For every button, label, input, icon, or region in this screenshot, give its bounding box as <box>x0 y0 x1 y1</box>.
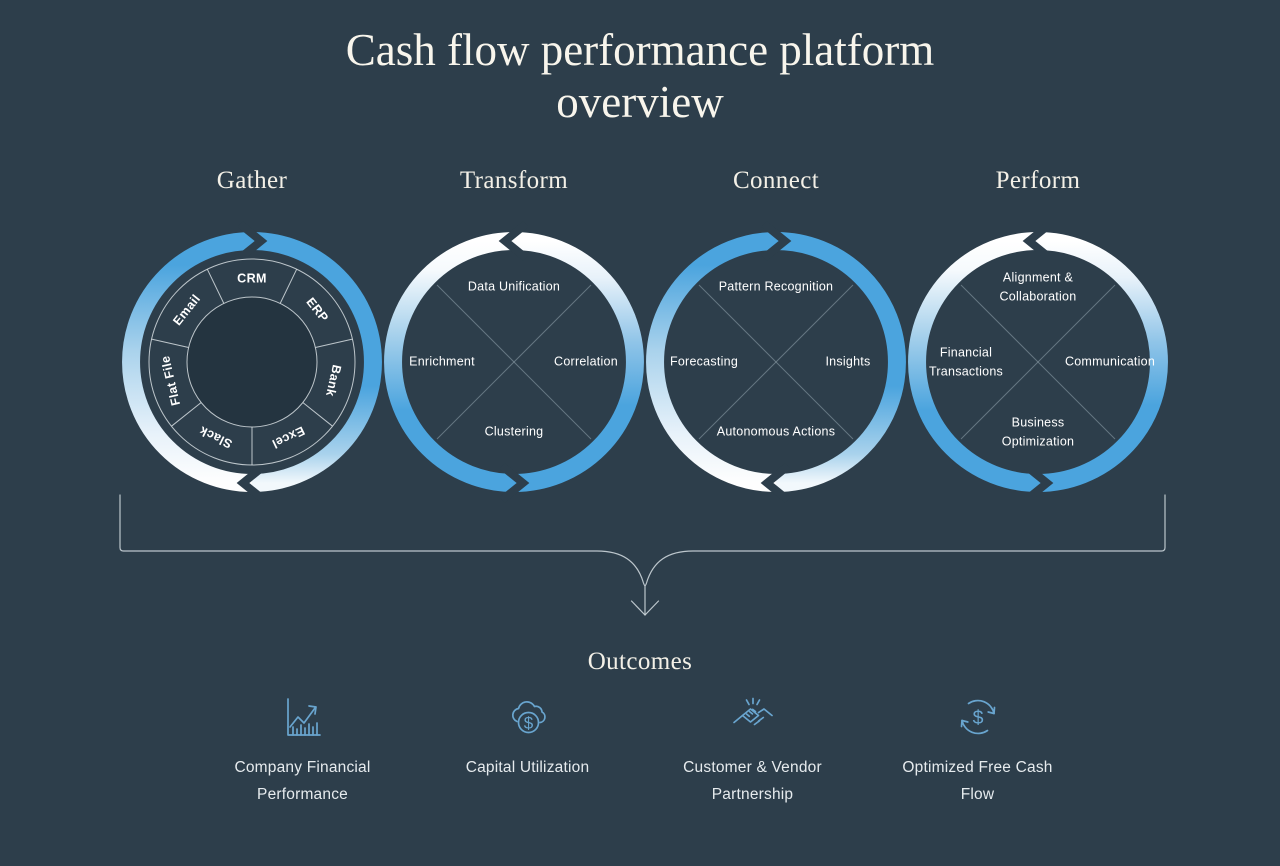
transform-cycle-ring <box>384 220 644 504</box>
outcome-customer-vendor-partnership: Customer & Vendor Partnership <box>640 694 865 808</box>
connect-circle: Pattern Recognition Insights Autonomous … <box>644 220 908 504</box>
gather-cycle-ring: CRM ERP Bank Excel Slack Flat File Email <box>122 220 382 504</box>
cycle-arrow-top-icon <box>498 220 529 262</box>
quadrant-label-bottom: Autonomous Actions <box>716 424 836 439</box>
page-title: Cash flow performance platform overview <box>345 25 935 127</box>
outcome-label: Optimized Free Cash Flow <box>902 759 1053 803</box>
outcome-capital-utilization: $ Capital Utilization <box>415 694 640 808</box>
wheel-segment-label: CRM <box>237 272 267 286</box>
quadrant-label-right: Communication <box>1064 354 1156 369</box>
wheel-segment-label: Bank <box>323 363 344 397</box>
stage-gather-title: Gather <box>216 167 288 194</box>
cloud-dollar-icon: $ <box>511 701 546 734</box>
outcome-optimized-free-cash-flow: $ Optimized Free Cash Flow <box>865 694 1090 808</box>
svg-text:$: $ <box>523 714 533 733</box>
stage-perform: Perform Alignment & Collaboration Commun… <box>906 166 1170 504</box>
svg-text:$: $ <box>972 707 983 729</box>
gather-circle: CRM ERP Bank Excel Slack Flat File Email <box>120 220 384 504</box>
cycle-arrow-top-icon <box>1022 220 1053 262</box>
quadrant-divider-lines <box>698 284 854 440</box>
outcome-label: Capital Utilization <box>465 759 590 776</box>
quadrant-label-left: Forecasting <box>669 354 739 369</box>
stage-connect-title: Connect <box>732 167 820 194</box>
stages-row: Gather <box>0 166 1280 504</box>
connect-cycle-ring <box>646 220 906 504</box>
cycle-arrow-top-icon <box>761 220 792 262</box>
outcome-label: Company Financial Performance <box>234 759 371 803</box>
wheel-segment-label: Flat File <box>158 354 183 407</box>
cycle-arrow-bottom-icon <box>499 462 530 504</box>
quadrant-label-right: Insights <box>825 354 871 369</box>
source-wheel <box>148 258 356 466</box>
stage-gather: Gather <box>120 166 384 504</box>
cycle-arrow-bottom-icon <box>760 462 791 504</box>
wheel-segment-label: ERP <box>303 295 331 325</box>
funnel-arrow-head-icon <box>630 600 660 616</box>
chart-growth-icon <box>286 698 321 736</box>
wheel-segment-label: Slack <box>197 423 234 451</box>
quadrant-label-right: Correlation <box>554 354 618 369</box>
outcome-label: Customer & Vendor Partnership <box>683 759 822 803</box>
quadrant-label-bottom: Business Optimization <box>1001 415 1075 448</box>
wheel-segment-label: Email <box>170 292 203 328</box>
stage-connect: Connect Pattern Recognition Insights Aut… <box>644 166 908 504</box>
outcomes-heading: Outcomes <box>587 648 693 675</box>
wheel-segment-label: Excel <box>270 423 307 451</box>
quadrant-label-left: Financial Transactions <box>928 345 1004 378</box>
quadrant-divider-lines <box>436 284 592 440</box>
stage-transform-title: Transform <box>459 167 569 194</box>
quadrant-label-top: Alignment & Collaboration <box>999 270 1077 303</box>
perform-circle: Alignment & Collaboration Communication … <box>906 220 1170 504</box>
quadrant-label-top: Pattern Recognition <box>718 279 834 294</box>
outcomes-row: Company Financial Performance $ Capital … <box>190 694 1090 808</box>
stage-transform: Transform Data Unification Correlation C… <box>382 166 646 504</box>
transform-circle: Data Unification Correlation Clustering … <box>382 220 646 504</box>
dollar-cycle-icon: $ <box>960 699 995 735</box>
quadrant-divider-lines <box>960 284 1116 440</box>
funnel-bracket <box>119 494 1166 616</box>
cycle-arrow-top-icon <box>237 220 268 262</box>
quadrant-label-top: Data Unification <box>467 279 561 294</box>
cycle-arrow-bottom-icon <box>1023 462 1054 504</box>
quadrant-label-left: Enrichment <box>409 354 475 369</box>
handshake-icon <box>732 697 773 726</box>
stage-perform-title: Perform <box>995 167 1081 194</box>
cycle-arrow-bottom-icon <box>236 462 267 504</box>
quadrant-label-bottom: Clustering <box>484 424 544 439</box>
outcome-company-financial-performance: Company Financial Performance <box>190 694 415 808</box>
perform-cycle-ring <box>908 220 1168 504</box>
